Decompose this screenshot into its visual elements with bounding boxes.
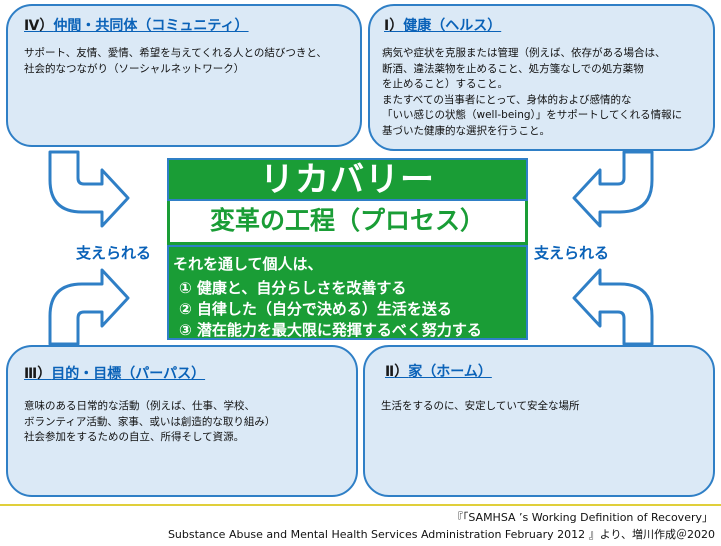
credit-line-2: Substance Abuse and Mental Health Servic… — [167, 528, 715, 541]
curved-arrow-top-left-icon — [48, 150, 130, 228]
center-item-3: ③ 潜在能力を最大限に発揮するべく努力する — [179, 321, 482, 339]
side-label-right: 支えられる — [534, 244, 610, 262]
quadrant-body: サポート、友情、愛情、希望を与えてくれる人との結びつきと、 社会的なつながり（ソ… — [24, 47, 327, 75]
curved-arrow-top-right-icon — [572, 150, 654, 228]
center-item-1: ① 健康と、自分らしさを改善する — [179, 279, 407, 297]
center-item-2: ② 自律した（自分で決める）生活を送る — [179, 300, 452, 318]
quadrant-number: Ⅲ — [24, 366, 38, 382]
quadrant-number: Ⅱ — [385, 364, 395, 380]
quadrant-title: Ⅰ）健康（ヘルス） — [384, 15, 501, 35]
quadrant-number-paren: ） — [37, 366, 52, 382]
quadrant-body: 生活をするのに、安定していて安全な場所 — [381, 400, 580, 412]
quadrant-number-paren: ） — [389, 18, 404, 34]
quadrant-community: Ⅳ）仲間・共同体（コミュニティ） サポート、友情、愛情、希望を与えてくれる人との… — [6, 4, 362, 147]
quadrant-title-text: 家（ホーム） — [408, 364, 492, 380]
curved-arrow-bottom-right-icon — [572, 268, 654, 346]
quadrant-title-text: 仲間・共同体（コミュニティ） — [53, 18, 249, 34]
footer-divider — [0, 504, 721, 506]
quadrant-purpose: Ⅲ）目的・目標（パーパス） 意味のある日常的な活動（例えば、仕事、学校、 ボラン… — [6, 345, 358, 497]
side-label-left: 支えられる — [76, 244, 152, 262]
quadrant-title-text: 目的・目標（パーパス） — [51, 366, 206, 382]
credit-line-1: 『「SAMHSA ’s Working Definition of Recove… — [451, 511, 713, 524]
quadrant-title: Ⅳ）仲間・共同体（コミュニティ） — [24, 15, 249, 35]
curved-arrow-bottom-left-icon — [48, 268, 130, 346]
center-heading: リカバリー — [167, 158, 528, 201]
quadrant-body: 病気や症状を克服または管理（例えば、依存がある場合は、 断酒、違法薬物を止めるこ… — [382, 47, 683, 137]
center-subheading: 変革の工程（プロセス） — [167, 201, 528, 245]
quadrant-home: Ⅱ）家（ホーム） 生活をするのに、安定していて安全な場所 — [363, 345, 715, 497]
quadrant-health: Ⅰ）健康（ヘルス） 病気や症状を克服または管理（例えば、依存がある場合は、 断酒… — [368, 4, 715, 151]
quadrant-number: Ⅳ — [24, 18, 40, 34]
quadrant-title: Ⅲ）目的・目標（パーパス） — [24, 363, 205, 383]
quadrant-number-paren: ） — [394, 364, 409, 380]
quadrant-number: Ⅰ — [384, 18, 390, 34]
center-intro: それを通して個人は、 — [173, 255, 323, 273]
center-process-list: それを通して個人は、 ① 健康と、自分らしさを改善する ② 自律した（自分で決め… — [167, 245, 528, 340]
quadrant-title: Ⅱ）家（ホーム） — [385, 361, 492, 381]
quadrant-title-text: 健康（ヘルス） — [403, 18, 502, 34]
quadrant-number-paren: ） — [39, 18, 54, 34]
quadrant-body: 意味のある日常的な活動（例えば、仕事、学校、 ボランティア活動、家事、或いは創造… — [24, 400, 276, 443]
